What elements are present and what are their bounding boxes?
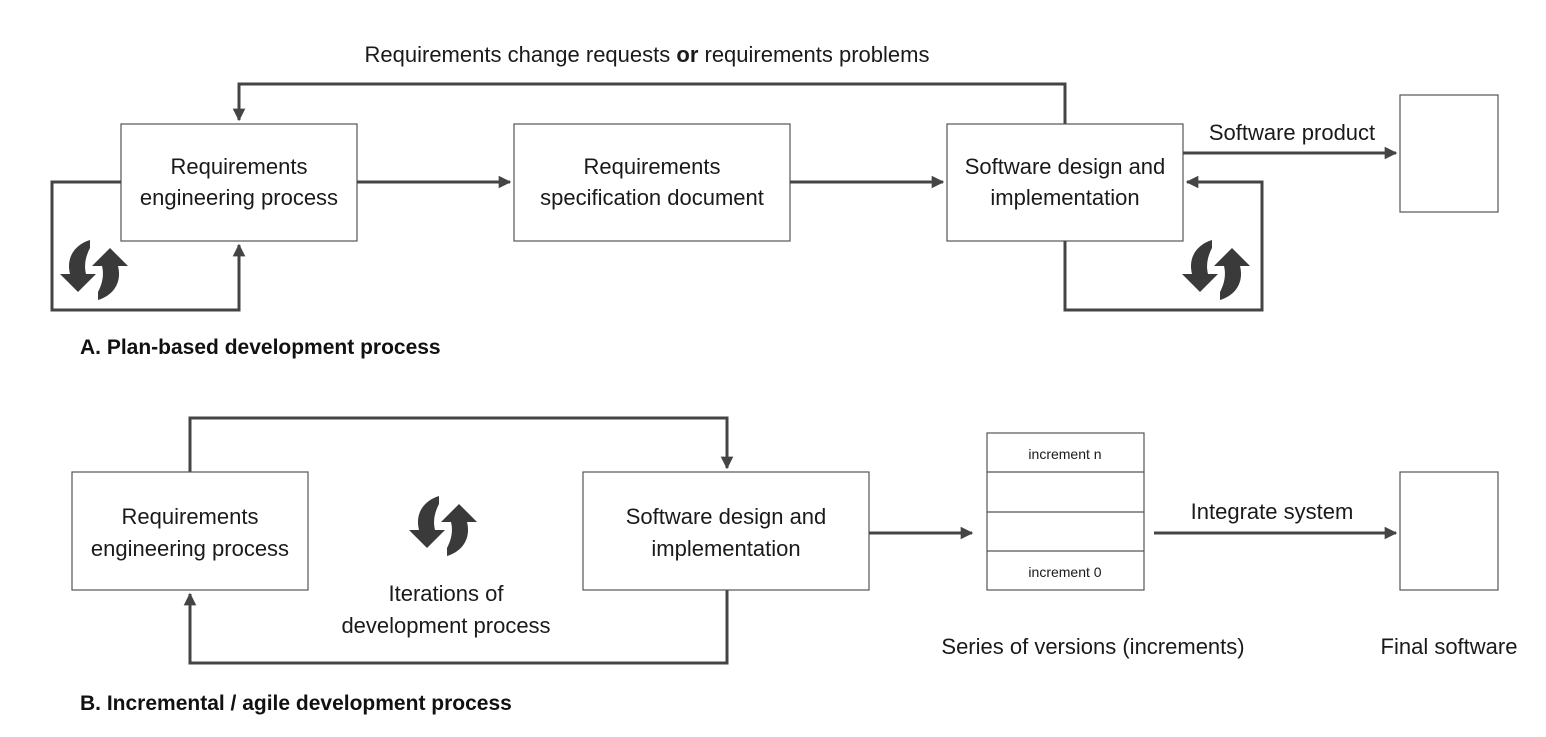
agile-requirements-engineering-box (71, 471, 309, 591)
agile-design-line2: implementation (651, 536, 800, 561)
agile-requirements-line2: engineering process (91, 536, 289, 561)
increment-n-label: increment n (1028, 446, 1101, 462)
feedback-arrow (232, 82, 1067, 124)
section-a-caption: A. Plan-based development process (80, 336, 441, 359)
arrow-req-to-design (188, 416, 734, 472)
requirements-engineering-box (120, 123, 358, 242)
cycle-arrows-icon (1182, 240, 1250, 300)
requirements-engineering-line2: engineering process (140, 185, 338, 210)
requirements-feedback-label: Requirements change requests or requirem… (365, 42, 930, 67)
section-b-caption: B. Incremental / agile development proce… (80, 692, 512, 715)
cycle-arrows-icon (409, 496, 477, 556)
iterations-label-line1: Iterations of (389, 581, 505, 606)
requirements-spec-line2: specification document (540, 185, 764, 210)
requirements-engineering-line1: Requirements (171, 154, 308, 179)
design-implementation-box (946, 123, 1184, 242)
agile-design-implementation-box (582, 471, 870, 591)
agile-requirements-line1: Requirements (122, 504, 259, 529)
final-software-label: Final software (1381, 634, 1518, 659)
design-self-loop (1063, 175, 1264, 312)
increments-stack: increment n increment 0 (986, 432, 1145, 591)
integrate-system-label: Integrate system (1191, 499, 1354, 524)
section-b: Requirements engineering process Softwar… (71, 416, 1518, 715)
requirements-spec-line1: Requirements (584, 154, 721, 179)
increment-0-label: increment 0 (1028, 564, 1101, 580)
requirements-spec-box (513, 123, 791, 242)
arrow-design-to-req (183, 590, 729, 665)
requirements-self-loop (50, 180, 246, 312)
section-a: Requirements change requests or requirem… (50, 42, 1499, 359)
series-of-versions-label: Series of versions (increments) (941, 634, 1244, 659)
final-software-box (1399, 471, 1499, 591)
software-product-box (1399, 94, 1499, 213)
design-implementation-line1: Software design and (965, 154, 1166, 179)
cycle-arrows-icon (60, 240, 128, 300)
software-product-label: Software product (1209, 120, 1375, 145)
iterations-label-line2: development process (341, 613, 550, 638)
design-implementation-line2: implementation (990, 185, 1139, 210)
agile-design-line1: Software design and (626, 504, 827, 529)
